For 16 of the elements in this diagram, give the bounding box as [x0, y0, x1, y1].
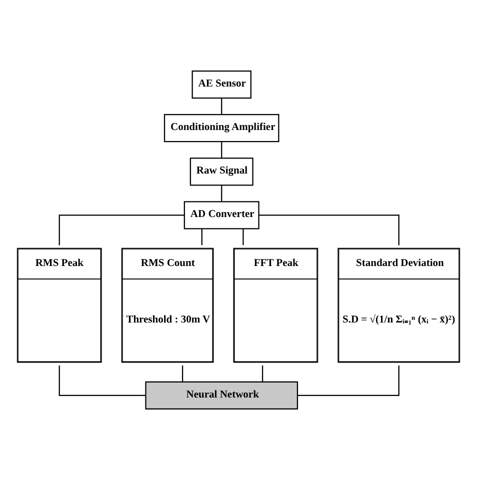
connector — [262, 365, 264, 382]
node-box: Raw Signal — [190, 158, 254, 186]
connector — [201, 228, 202, 246]
connector — [58, 214, 184, 246]
connector — [298, 365, 400, 396]
connector — [221, 142, 222, 158]
connector — [58, 365, 146, 396]
node-box: AD Converter — [184, 201, 260, 230]
node-box: Neural Network — [145, 381, 298, 410]
connector — [258, 214, 400, 246]
connector — [221, 98, 222, 114]
connector — [182, 365, 184, 382]
node-box: AE Sensor — [192, 70, 252, 99]
connector — [221, 185, 222, 202]
connector — [242, 228, 244, 246]
node-box: Conditioning Amplifier — [164, 114, 280, 142]
